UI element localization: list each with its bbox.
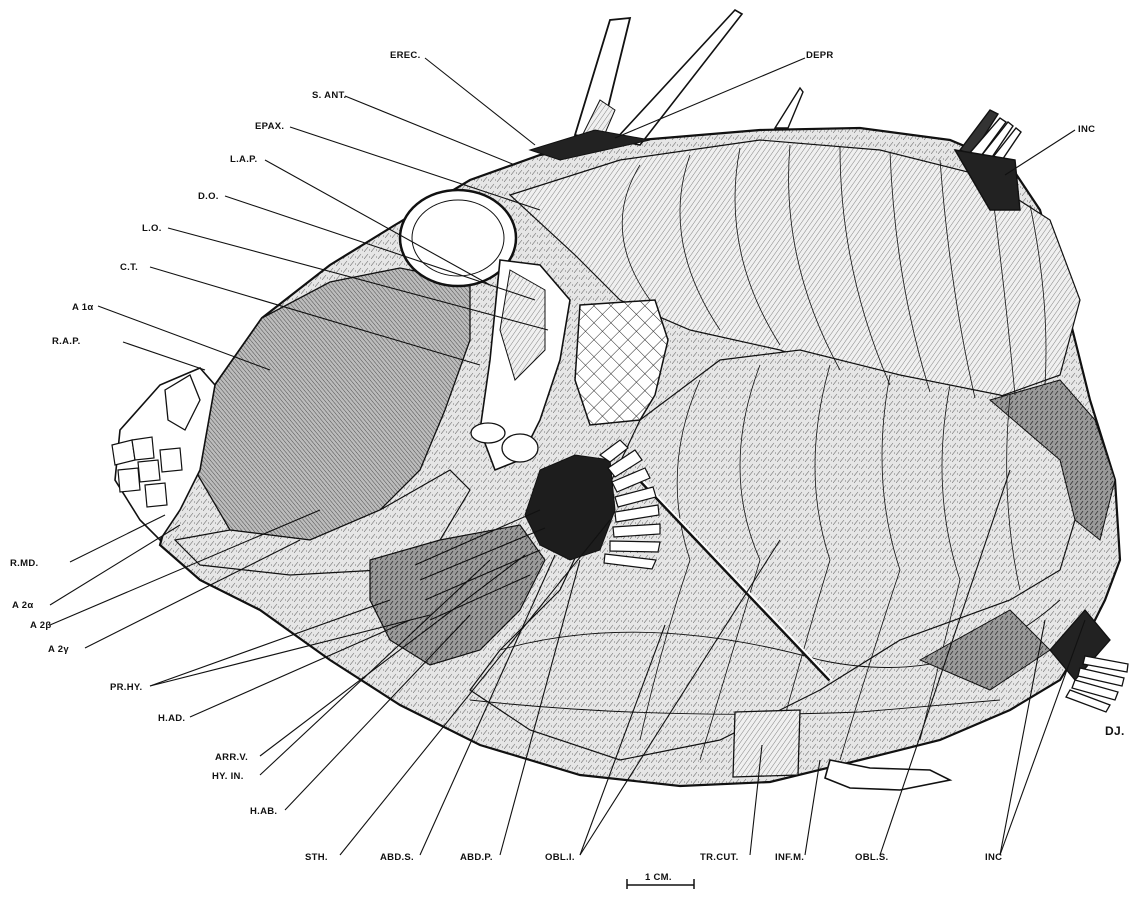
label-depr: DEPR (806, 50, 834, 61)
label-rap: R.A.P. (52, 336, 81, 347)
label-inc-top: INC (1078, 124, 1095, 135)
label-hab: H.AB. (250, 806, 277, 817)
label-a2b: A 2β (30, 620, 51, 631)
label-epax: EPAX. (255, 121, 284, 132)
label-arrv: ARR.V. (215, 752, 248, 763)
label-trcut: TR.CUT. (700, 852, 739, 863)
label-hyin: HY. IN. (212, 771, 244, 782)
label-obli: OBL.I. (545, 852, 575, 863)
second-dorsal-spine (615, 10, 742, 145)
label-a1a: A 1α (72, 302, 93, 313)
label-ct: C.T. (120, 262, 138, 273)
transverse-cutaneous-band (733, 710, 800, 777)
label-infm: INF.M. (775, 852, 804, 863)
label-inc-bottom: INC (985, 852, 1002, 863)
label-lo: L.O. (142, 223, 162, 234)
label-abds: ABD.S. (380, 852, 414, 863)
artist-signature: DJ. (1105, 724, 1125, 738)
scale-bar: 1 CM. (627, 872, 694, 889)
label-do: D.O. (198, 191, 219, 202)
label-s-ant: S. ANT. (312, 90, 346, 101)
third-dorsal-spine (775, 88, 803, 128)
label-sth: STH. (305, 852, 328, 863)
label-abdp: ABD.P. (460, 852, 493, 863)
pelvic-spine (825, 760, 950, 790)
label-prhy: PR.HY. (110, 682, 142, 693)
scale-bar-label: 1 CM. (645, 872, 672, 883)
label-obls: OBL.S. (855, 852, 888, 863)
label-erec: EREC. (390, 50, 421, 61)
label-rmd: R.MD. (10, 558, 38, 569)
label-a2g: A 2γ (48, 644, 69, 655)
label-a2a: A 2α (12, 600, 33, 611)
label-had: H.AD. (158, 713, 185, 724)
label-lap: L.A.P. (230, 154, 258, 165)
